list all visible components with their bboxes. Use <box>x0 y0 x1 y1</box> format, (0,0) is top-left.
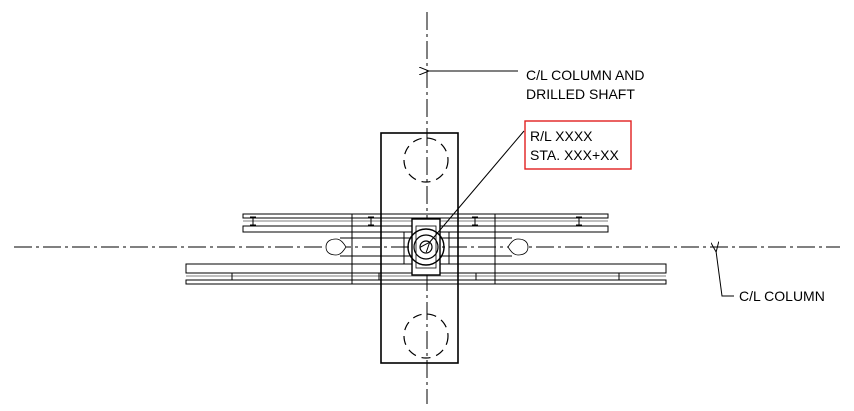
leader-column <box>716 251 734 297</box>
callout-column-shaft-line2: DRILLED SHAFT <box>526 86 635 102</box>
lower-rail <box>185 263 667 285</box>
callout-column: C/L COLUMN <box>739 288 825 304</box>
callout-ref-line2: STA. XXX+XX <box>530 147 619 163</box>
pole-mid <box>413 234 439 260</box>
leader-ref-line <box>429 130 525 243</box>
drilled-shaft-bottom <box>403 313 449 359</box>
column-outline <box>380 132 459 364</box>
drilled-shaft-top <box>403 137 449 183</box>
pole-outer <box>407 228 445 266</box>
pole-inner <box>419 240 433 254</box>
luminaire-left <box>325 238 347 256</box>
upper-rail-posts <box>250 216 582 226</box>
luminaire-right <box>507 238 529 256</box>
base-plate-inner <box>415 225 437 269</box>
lower-rail-posts <box>229 272 622 281</box>
callout-ref-line1: R/L XXXX <box>530 128 593 144</box>
callout-column-shaft-line1: C/L COLUMN AND <box>526 67 645 83</box>
ref-highlight-box <box>524 120 632 170</box>
